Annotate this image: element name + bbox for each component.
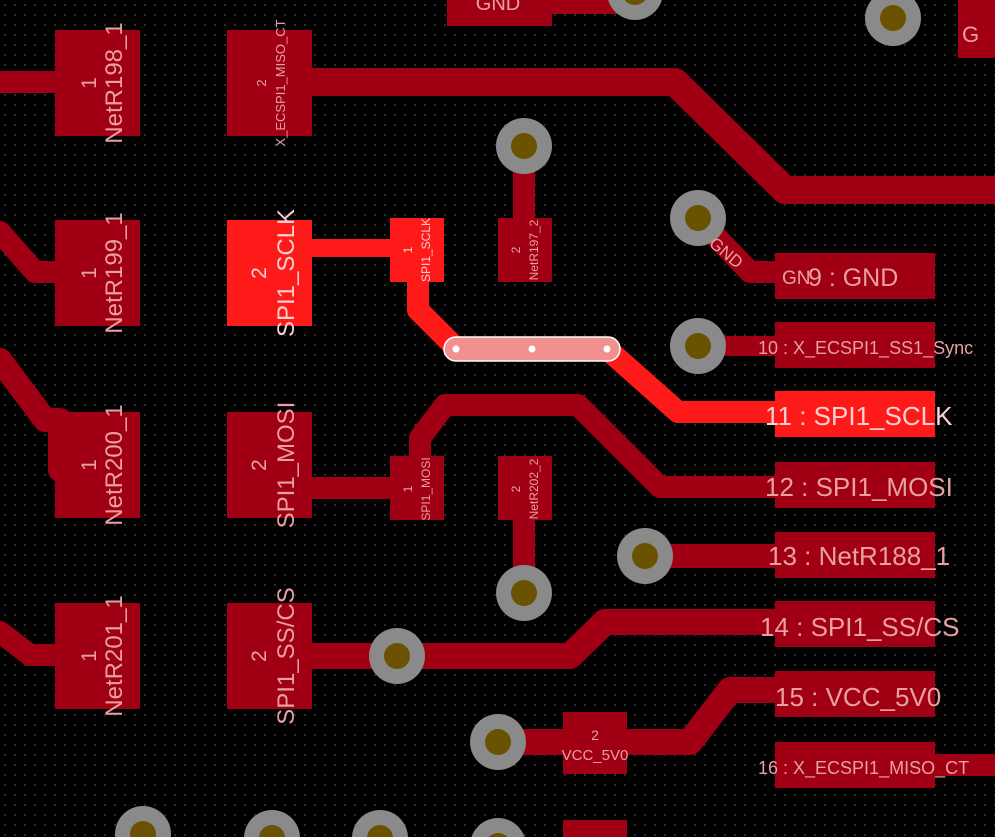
pad-net-label: NetR202_2 bbox=[527, 458, 541, 519]
connector-pad-10[interactable] bbox=[775, 322, 935, 368]
via[interactable] bbox=[607, 0, 663, 20]
small-pads bbox=[390, 0, 995, 837]
connector-label-16: 16 : X_ECSPI1_MISO_CT bbox=[758, 758, 969, 779]
connector-label-10: 10 : X_ECSPI1_SS1_Sync bbox=[758, 338, 973, 359]
pad-sclk-1[interactable] bbox=[390, 218, 444, 282]
connector-pads bbox=[775, 253, 935, 788]
via[interactable] bbox=[470, 714, 526, 770]
pad-pin-number: 2 bbox=[509, 485, 523, 492]
via[interactable] bbox=[369, 628, 425, 684]
pad-net-label: SPI1_MOSI bbox=[419, 457, 433, 520]
pad-miso-2[interactable] bbox=[227, 30, 312, 136]
pad-net-label: NetR200_1 bbox=[101, 404, 128, 525]
connector-label-14: 14 : SPI1_SS/CS bbox=[760, 612, 959, 642]
trace-r199-left[interactable] bbox=[0, 221, 71, 283]
pad-top-right[interactable] bbox=[958, 0, 995, 58]
via[interactable] bbox=[496, 118, 552, 174]
pad-r199-1[interactable] bbox=[55, 220, 140, 326]
via[interactable] bbox=[496, 565, 552, 621]
pad-net-label: NetR198_1 bbox=[101, 22, 128, 143]
pad-pin-number: 1 bbox=[78, 267, 101, 279]
pad-net-label: SPI1_MOSI bbox=[273, 402, 300, 529]
connector-pad-14[interactable] bbox=[775, 601, 935, 647]
pad-net-label: NetR199_1 bbox=[101, 212, 128, 333]
pad-pin-number: 1 bbox=[78, 459, 101, 471]
connector-label-15: 15 : VCC_5V0 bbox=[775, 682, 941, 712]
via[interactable] bbox=[115, 806, 171, 837]
connector-pad-13[interactable] bbox=[775, 532, 935, 578]
pad-sscs-2[interactable] bbox=[227, 603, 312, 709]
pad-pin-number: 1 bbox=[401, 246, 415, 253]
vias bbox=[115, 0, 921, 837]
via[interactable] bbox=[670, 318, 726, 374]
via[interactable] bbox=[244, 810, 300, 837]
connector-pad-15[interactable] bbox=[775, 671, 935, 717]
right-pad-labels: 2 X_ECSPI1_MISO_CT 2 SPI1_SCLK 2 SPI1_MO… bbox=[248, 19, 300, 724]
trace-r200-left[interactable] bbox=[0, 348, 72, 482]
connector-label-13: 13 : NetR188_1 bbox=[768, 541, 950, 571]
connector-label-11: 11 : SPI1_SCLK bbox=[765, 401, 953, 431]
pad-pin-number: 1 bbox=[78, 77, 101, 89]
pad-netr202-2[interactable] bbox=[498, 456, 552, 520]
pad-mosi-1[interactable] bbox=[390, 456, 444, 520]
resistor-left-pads bbox=[55, 30, 140, 709]
pad-net-label: X_ECSPI1_MISO_CT bbox=[273, 19, 288, 146]
left-pad-labels: 1 NetR198_1 1 NetR199_1 1 NetR200_1 1 Ne… bbox=[78, 22, 128, 716]
pad-pin-number: 2 bbox=[248, 459, 271, 471]
connector-label-9-prefix: GN bbox=[782, 268, 811, 289]
top-right-label: G bbox=[962, 22, 979, 47]
selected-segment[interactable] bbox=[443, 336, 621, 362]
pad-net-label: SPI1_SCLK bbox=[273, 209, 300, 337]
pad-sclk-2[interactable] bbox=[227, 220, 312, 326]
trace-vcc[interactable] bbox=[485, 677, 813, 755]
small-pad-labels: 1 SPI1_SCLK 2 NetR197_2 1 SPI1_MOSI 2 Ne… bbox=[401, 218, 628, 764]
resistor-right-pads bbox=[227, 30, 312, 709]
pad-r201-1[interactable] bbox=[55, 603, 140, 709]
pad-net-label: SPI1_SCLK bbox=[419, 218, 433, 282]
pad-top-gnd[interactable] bbox=[447, 0, 552, 26]
pad-net-label: VCC_5V0 bbox=[562, 747, 629, 764]
pad-pin-number: 2 bbox=[248, 650, 271, 662]
via[interactable] bbox=[470, 818, 526, 837]
connector-pad-9[interactable] bbox=[775, 253, 935, 299]
via[interactable] bbox=[617, 528, 673, 584]
pad-net-label: SPI1_SS/CS bbox=[273, 587, 300, 724]
via[interactable] bbox=[865, 0, 921, 46]
connector-label-9: 9 : GND bbox=[808, 264, 898, 292]
pad-netr197-2[interactable] bbox=[498, 218, 552, 282]
pad-pin-number: 2 bbox=[591, 727, 599, 743]
trace-miso[interactable] bbox=[296, 68, 995, 204]
pad-net-label: NetR197_2 bbox=[527, 219, 541, 280]
pad-r198-1[interactable] bbox=[55, 30, 140, 136]
pad-r200-1[interactable] bbox=[55, 412, 140, 518]
via[interactable] bbox=[670, 190, 726, 246]
connector-pad-11[interactable] bbox=[775, 391, 935, 437]
pad-pin-number: 2 bbox=[509, 246, 523, 253]
copper-traces bbox=[0, 0, 995, 776]
connector-pad-12[interactable] bbox=[775, 462, 935, 508]
trace-sscs[interactable] bbox=[297, 609, 813, 669]
pad-pin-number: 2 bbox=[248, 267, 271, 279]
pad-vcc-2[interactable] bbox=[563, 712, 627, 774]
pad-pin-number: 2 bbox=[254, 79, 269, 86]
pad-mosi-2[interactable] bbox=[227, 412, 312, 518]
trace-r201-left[interactable] bbox=[0, 621, 71, 666]
pad-net-label: NetR201_1 bbox=[101, 595, 128, 716]
via[interactable] bbox=[352, 810, 408, 837]
connector-label-12: 12 : SPI1_MOSI bbox=[765, 472, 953, 502]
connector-pad-16[interactable] bbox=[775, 742, 935, 788]
connector-labels: GN 9 : GND 10 : X_ECSPI1_SS1_Sync 11 : S… bbox=[758, 264, 973, 779]
pad-pin-number: 1 bbox=[78, 650, 101, 662]
pad-pin-number: 1 bbox=[401, 485, 415, 492]
top-gnd-label: GND bbox=[476, 0, 520, 15]
pad-bottom[interactable] bbox=[563, 820, 627, 837]
